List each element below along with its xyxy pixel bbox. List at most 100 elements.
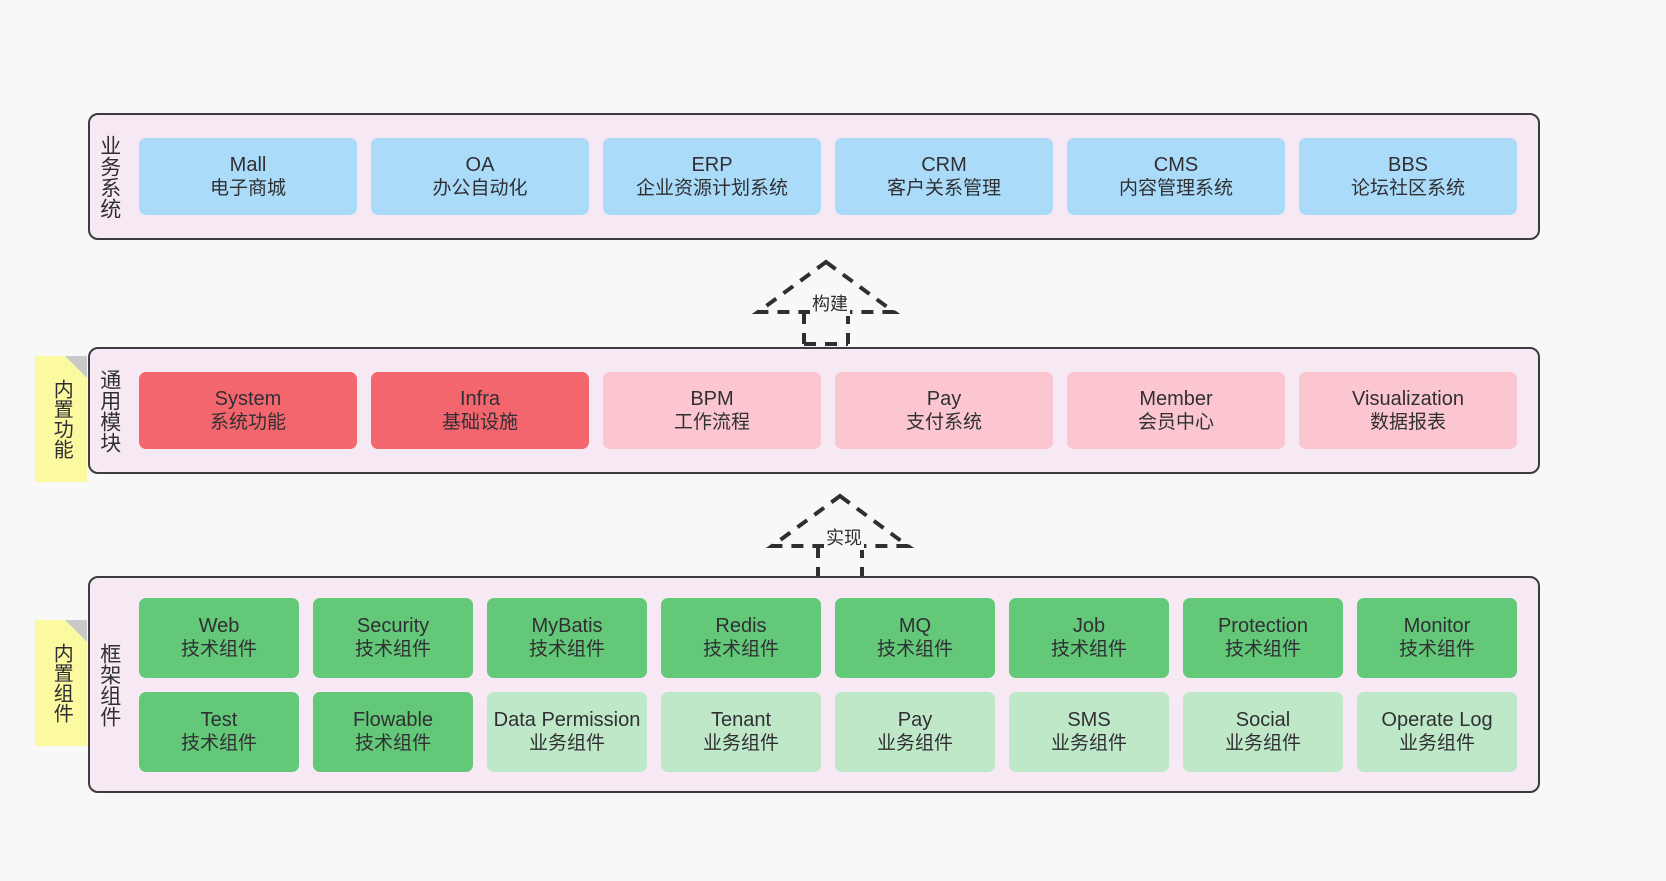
card-title: Tenant bbox=[710, 708, 772, 731]
card-subtitle: 业务组件 bbox=[702, 733, 779, 755]
card-subtitle: 业务组件 bbox=[1398, 733, 1475, 755]
card-title: Visualization bbox=[1352, 387, 1464, 410]
card-subtitle: 基础设施 bbox=[441, 412, 518, 434]
card-title: Redis bbox=[715, 614, 767, 637]
card-subtitle: 技术组件 bbox=[180, 639, 257, 661]
card-subtitle: 支付系统 bbox=[905, 412, 982, 434]
note-fold-corner-icon bbox=[65, 620, 87, 642]
band-common-title: 通用模块 bbox=[97, 368, 121, 453]
card-title: Social bbox=[1235, 708, 1291, 731]
card-subtitle: 电子商城 bbox=[209, 178, 286, 200]
card-title: Flowable bbox=[352, 708, 434, 731]
card-subtitle: 企业资源计划系统 bbox=[635, 178, 788, 200]
card-subtitle: 业务组件 bbox=[528, 733, 605, 755]
band-framework-title: 框架组件 bbox=[97, 642, 121, 727]
card-subtitle: 工作流程 bbox=[673, 412, 750, 434]
card-title: System bbox=[214, 387, 282, 410]
card-title: Infra bbox=[459, 387, 501, 410]
card-title: Web bbox=[198, 614, 240, 637]
card-title: Pay bbox=[897, 708, 933, 731]
card-subtitle: 业务组件 bbox=[1050, 733, 1127, 755]
card-title: Job bbox=[1072, 614, 1106, 637]
connector-label-implement: 实现 bbox=[824, 524, 864, 550]
card-title: MyBatis bbox=[531, 614, 603, 637]
card-subtitle: 技术组件 bbox=[528, 639, 605, 661]
card-title: BPM bbox=[690, 387, 734, 410]
note-fold-corner-icon bbox=[65, 356, 87, 378]
band-business-title: 业务系统 bbox=[97, 134, 121, 219]
card-subtitle: 技术组件 bbox=[702, 639, 779, 661]
card-title: Protection bbox=[1217, 614, 1309, 637]
card-subtitle: 技术组件 bbox=[180, 733, 257, 755]
sticky-note-builtin-features: 内置功能 bbox=[35, 356, 87, 482]
connector-label-build: 构建 bbox=[810, 290, 850, 316]
card-title: OA bbox=[465, 153, 495, 176]
card-subtitle: 技术组件 bbox=[354, 733, 431, 755]
card-subtitle: 系统功能 bbox=[209, 412, 286, 434]
card-title: ERP bbox=[691, 153, 733, 176]
card-title: Operate Log bbox=[1381, 708, 1493, 731]
card-title: MQ bbox=[898, 614, 932, 637]
card-subtitle: 办公自动化 bbox=[432, 178, 528, 200]
card-subtitle: 业务组件 bbox=[876, 733, 953, 755]
